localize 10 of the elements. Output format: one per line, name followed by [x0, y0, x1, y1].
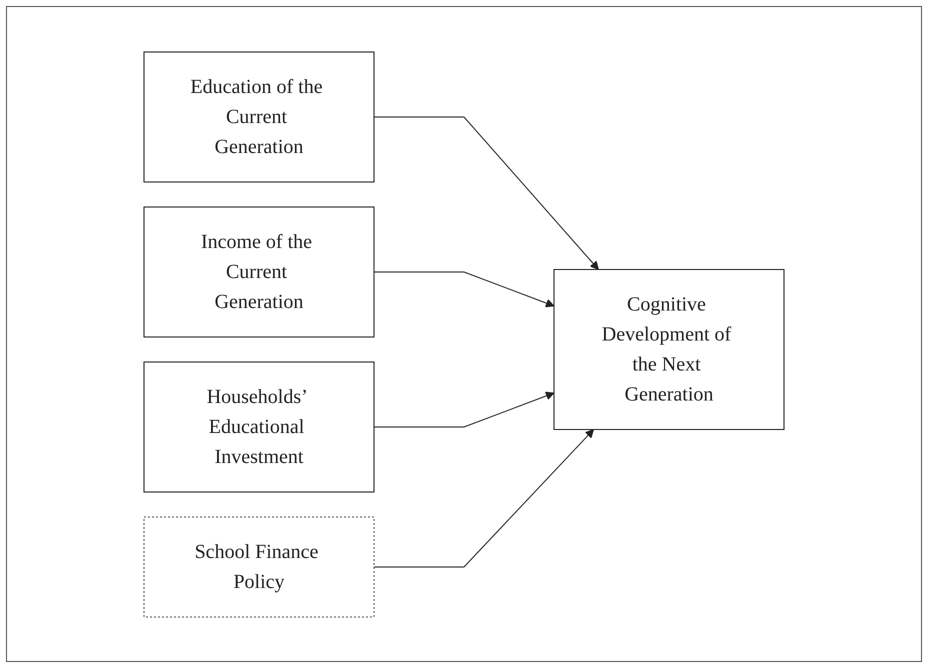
arrow [374, 271, 554, 307]
arrow [374, 391, 554, 427]
arrow [374, 428, 594, 567]
node-box [144, 516, 374, 617]
node-box [144, 51, 374, 182]
node-box [554, 268, 784, 430]
node-box [144, 206, 374, 337]
node-box [144, 361, 374, 492]
arrow [374, 116, 599, 270]
diagram-frame: Education of the Current Generation Income of the Current Generation Households’ Educational Investment School Finance Policy Cognitive Development of the Next Generation [6, 6, 922, 662]
